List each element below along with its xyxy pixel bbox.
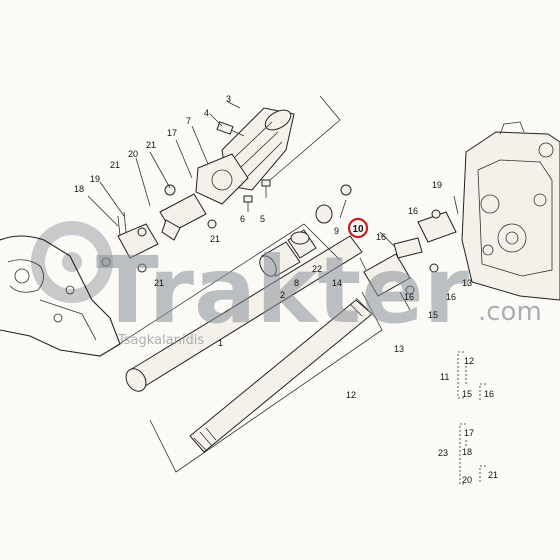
legend-12: 12 (464, 356, 474, 366)
left-housing (0, 235, 121, 357)
label-12: 12 (346, 390, 356, 400)
label-21d: 21 (154, 278, 164, 288)
legend-17: 17 (464, 428, 474, 438)
legend-15: 15 (462, 389, 472, 399)
label-21c: 21 (210, 234, 220, 244)
watermark-gear-icon (31, 221, 113, 303)
label-1: 1 (218, 338, 223, 348)
label-16d: 16 (408, 206, 418, 216)
legend-20: 20 (462, 475, 472, 485)
left-universal-joint (101, 184, 217, 273)
label-22: 22 (312, 264, 322, 274)
label-17: 17 (167, 128, 177, 138)
label-21a: 21 (146, 140, 156, 150)
label-19a: 19 (90, 174, 100, 184)
right-universal-joint (359, 195, 459, 297)
frame-lines (109, 95, 383, 473)
label-4: 4 (204, 108, 209, 118)
coupling-parts (259, 184, 352, 277)
label-16a: 16 (376, 232, 386, 242)
label-10: 10 (352, 224, 364, 235)
watermark-owner: Tsagkalanidis (117, 333, 204, 348)
label-20: 20 (128, 149, 138, 159)
legend-group-11: 11 (440, 372, 449, 382)
label-13b: 13 (394, 344, 404, 354)
label-6: 6 (240, 214, 245, 224)
legend-21: 21 (488, 470, 498, 480)
label-16b: 16 (404, 292, 414, 302)
label-2: 2 (280, 290, 285, 300)
label-13a: 13 (462, 278, 472, 288)
label-19b: 19 (432, 180, 442, 190)
legend-group-23: 23 (438, 448, 448, 458)
label-21b: 21 (110, 160, 120, 170)
shaft-1 (125, 235, 363, 392)
highlight-marker[interactable]: 10 (347, 217, 369, 239)
legend-brackets (457, 351, 486, 485)
label-3: 3 (226, 94, 231, 104)
legend-18: 18 (462, 447, 472, 457)
watermark-brand: Trakter (96, 237, 470, 344)
label-18: 18 (74, 184, 84, 194)
label-9: 9 (334, 226, 339, 236)
leader-lines (87, 101, 411, 311)
label-16c: 16 (446, 292, 456, 302)
bolts-5-6 (243, 179, 271, 212)
label-8: 8 (294, 278, 299, 288)
flange-7 (195, 153, 249, 205)
bolt-4 (216, 121, 245, 137)
legend-16: 16 (484, 389, 494, 399)
watermark-suffix: .com (478, 297, 542, 327)
label-7: 7 (186, 116, 191, 126)
shaft-12 (189, 297, 373, 453)
label-14: 14 (332, 278, 342, 288)
highlight-ring (347, 217, 369, 239)
label-15: 15 (428, 310, 438, 320)
label-5: 5 (260, 214, 265, 224)
right-gearbox (461, 121, 560, 301)
